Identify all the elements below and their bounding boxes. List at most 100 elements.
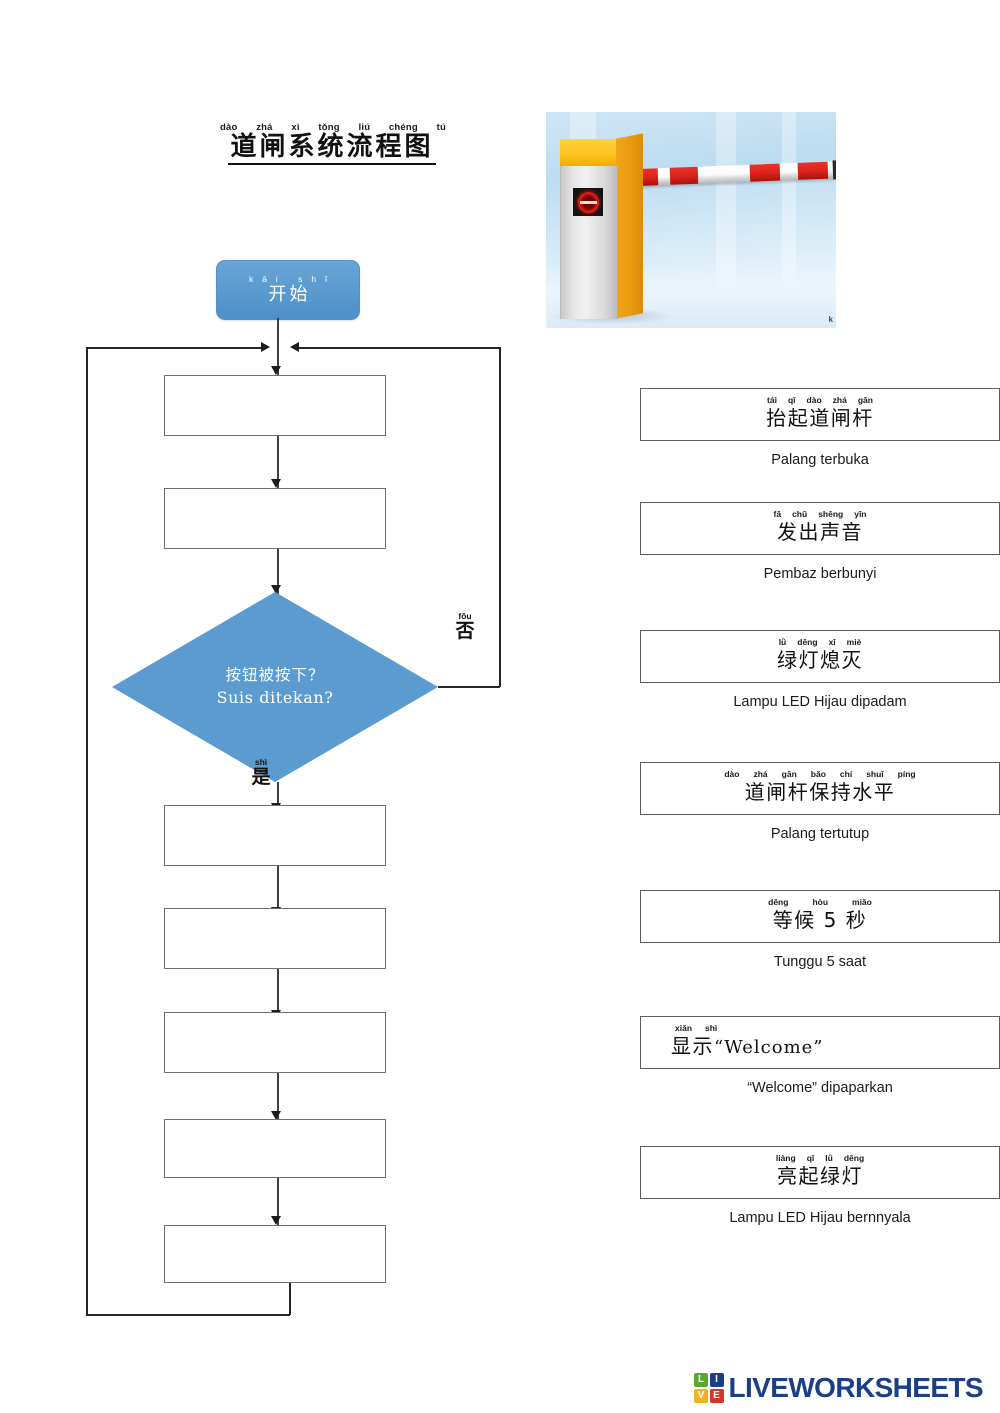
- drop-box-6[interactable]: [164, 1119, 386, 1178]
- pinyin-syllable: píng: [897, 769, 916, 779]
- answer-han: 亮起绿灯: [777, 1163, 863, 1188]
- answer-option-6[interactable]: xiǎn shì 显示“Welcome” “Welcome” dipaparka…: [640, 1016, 1000, 1097]
- connector-box3-to-box4: [277, 866, 279, 916]
- arrowhead: [271, 585, 281, 594]
- arrowhead: [271, 1111, 281, 1120]
- answer-han-latin: “Welcome”: [714, 1036, 824, 1058]
- pinyin-syllable: miǎo: [852, 897, 872, 907]
- answer-option-2[interactable]: fā chū shēng yīn 发出声音 Pembaz berbunyi: [640, 502, 1000, 583]
- pinyin-syllable: dēng: [797, 637, 818, 647]
- flowchart: kāi shǐ 开始 按钮被按下？ Suis ditekan? fǒu 否 sh…: [86, 260, 501, 1316]
- pinyin-syllable: yīn: [854, 509, 867, 519]
- pinyin-syllable: dào: [220, 122, 238, 133]
- answer-pinyin: liàng qǐ lǜ dēng: [651, 1154, 989, 1163]
- pinyin-syllable: xì: [291, 122, 300, 133]
- branch-no-han: 否: [455, 619, 475, 642]
- pinyin-syllable: dào: [806, 395, 822, 405]
- drop-box-2[interactable]: [164, 488, 386, 549]
- pinyin-syllable: chū: [792, 509, 808, 519]
- logo-tile-i: I: [709, 1373, 724, 1387]
- connector-decision-to-box3: [277, 782, 279, 815]
- logo-tile-l: L: [694, 1373, 708, 1387]
- pinyin-syllable: chí: [839, 769, 853, 779]
- answer-han: 等候 5 秒: [772, 907, 868, 932]
- arrowhead: [290, 342, 299, 352]
- pinyin-syllable: qǐ: [787, 395, 796, 405]
- answer-option-7[interactable]: liàng qǐ lǜ dēng 亮起绿灯 Lampu LED Hijau be…: [640, 1146, 1000, 1227]
- drop-box-7[interactable]: [164, 1225, 386, 1283]
- liveworksheets-logo[interactable]: L I V E LIVEWORKSHEETS: [694, 1371, 984, 1403]
- connector-start-to-box1: [277, 318, 279, 380]
- start-node-pinyin: kāi shǐ: [248, 274, 337, 285]
- logo-wordmark: LIVEWORKSHEETS: [728, 1371, 984, 1403]
- answer-box[interactable]: děng hòu miǎo 等候 5 秒: [640, 890, 1000, 943]
- logo-tile-v: V: [694, 1388, 708, 1403]
- pinyin-syllable: shēng: [818, 509, 844, 519]
- loop-back-riser: [289, 1272, 291, 1315]
- pinyin-syllable: dēng: [843, 1153, 865, 1163]
- pinyin-syllable: xī: [828, 637, 836, 647]
- answer-option-1[interactable]: tái qǐ dào zhá gān 抬起道闸杆 Palang terbuka: [640, 388, 1000, 469]
- answer-option-5[interactable]: děng hòu miǎo 等候 5 秒 Tunggu 5 saat: [640, 890, 1000, 971]
- answer-han: 抬起道闸杆: [766, 405, 874, 430]
- pinyin-syllable: lǜ: [825, 1153, 833, 1163]
- pinyin-syllable: xiǎn: [675, 1023, 693, 1033]
- connector-box6-to-box7: [277, 1178, 279, 1225]
- answer-box[interactable]: fā chū shēng yīn 发出声音: [640, 502, 1000, 555]
- flow-decision-node: 按钮被按下？ Suis ditekan?: [112, 592, 438, 782]
- answer-malay: Palang tertutup: [770, 825, 870, 842]
- photo-watermark: k: [828, 315, 833, 324]
- drop-box-3[interactable]: [164, 805, 386, 866]
- connector-box1-to-box2: [277, 436, 279, 488]
- pinyin-syllable: liàng: [775, 1153, 796, 1163]
- arrowhead: [271, 1216, 281, 1225]
- pinyin-syllable: lǜ: [778, 637, 787, 647]
- answer-han: 道闸杆保持水平: [744, 779, 896, 804]
- answer-malay: Pembaz berbunyi: [763, 565, 877, 582]
- pinyin-syllable: liú: [358, 122, 371, 133]
- drop-box-4[interactable]: [164, 908, 386, 969]
- answer-box[interactable]: lǜ dēng xī miè 绿灯熄灭: [640, 630, 1000, 683]
- answer-han-text: 显示: [671, 1033, 714, 1058]
- answer-option-4[interactable]: dào zhá gān bǎo chí shuǐ píng 道闸杆保持水平 Pa…: [640, 762, 1000, 843]
- loop-back-left-rail: [86, 347, 88, 1315]
- pinyin-syllable: zhá: [832, 395, 847, 405]
- branch-yes-han: 是: [251, 765, 271, 788]
- arrowhead: [271, 479, 281, 488]
- drop-box-1[interactable]: [164, 375, 386, 436]
- branch-label-no: fǒu 否: [448, 612, 482, 642]
- pinyin-syllable: fā: [773, 509, 782, 519]
- answer-malay: “Welcome” dipaparkan: [747, 1080, 893, 1096]
- pinyin-syllable: tú: [436, 122, 446, 133]
- answer-box[interactable]: xiǎn shì 显示“Welcome”: [640, 1016, 1000, 1069]
- decision-label-ms: Suis ditekan?: [216, 687, 334, 707]
- answer-option-3[interactable]: lǜ dēng xī miè 绿灯熄灭 Lampu LED Hijau dipa…: [640, 630, 1000, 711]
- answer-pinyin: xiǎn shì: [671, 1024, 989, 1033]
- decision-label-han: 按钮被按下？: [225, 666, 325, 685]
- barrier-gate-photo: k: [546, 112, 836, 328]
- pinyin-syllable: zhá: [256, 122, 273, 133]
- no-branch-rail-out: [438, 686, 500, 688]
- answer-box[interactable]: dào zhá gān bǎo chí shuǐ píng 道闸杆保持水平: [640, 762, 1000, 815]
- answer-pinyin: děng hòu miǎo: [651, 898, 989, 907]
- connector-box4-to-box5: [277, 969, 279, 1019]
- answer-pinyin: tái qǐ dào zhá gān: [651, 396, 989, 405]
- cabinet-top-yellow: [560, 139, 616, 166]
- pinyin-syllable: tái: [767, 395, 777, 405]
- answer-pinyin: fā chū shēng yīn: [651, 510, 989, 519]
- page-title: dào zhá xì tǒng liú chéng tú 道闸系统流程图: [212, 122, 452, 166]
- logo-tiles-icon: L I V E: [694, 1373, 724, 1403]
- connector-box2-to-decision: [277, 549, 279, 597]
- branch-yes-pinyin: shì: [254, 757, 268, 767]
- no-entry-sign-icon: [573, 188, 603, 216]
- pinyin-syllable: tǒng: [318, 122, 340, 133]
- answer-box[interactable]: liàng qǐ lǜ dēng 亮起绿灯: [640, 1146, 1000, 1199]
- loop-back-top-rail: [86, 347, 264, 349]
- drop-box-5[interactable]: [164, 1012, 386, 1073]
- answer-box[interactable]: tái qǐ dào zhá gān 抬起道闸杆: [640, 388, 1000, 441]
- branch-label-yes: shì 是: [244, 758, 278, 788]
- flow-start-node: kāi shǐ 开始: [216, 260, 360, 320]
- pinyin-syllable: dào: [724, 769, 740, 779]
- answer-pinyin: lǜ dēng xī miè: [651, 638, 989, 647]
- answer-han: 绿灯熄灭: [777, 647, 863, 672]
